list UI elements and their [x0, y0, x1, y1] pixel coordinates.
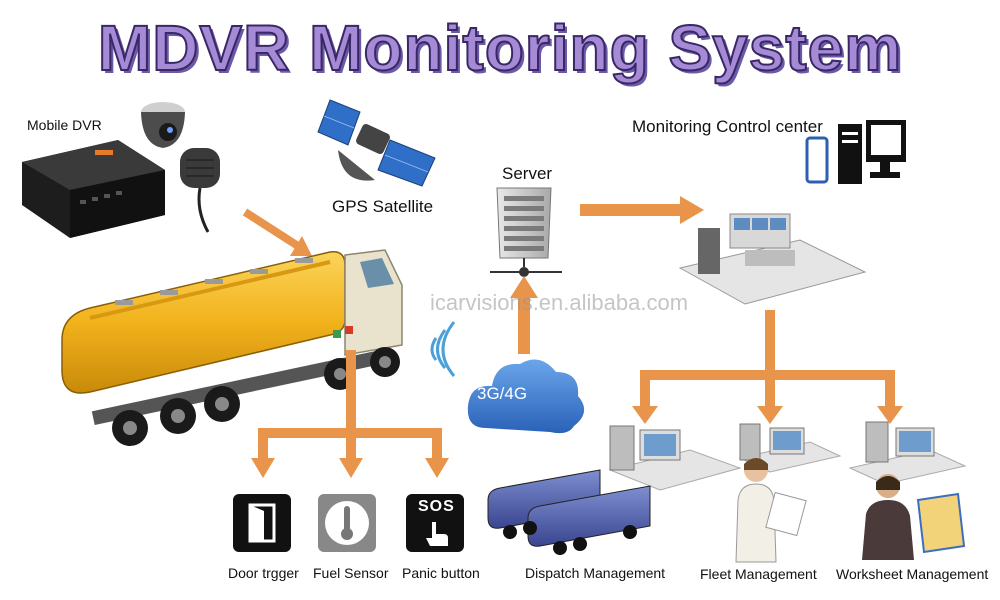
server-label: Server — [502, 164, 552, 184]
monitoring-control-center-label: Monitoring Control center — [632, 117, 823, 137]
sos-hand-icon: SOS — [406, 494, 464, 552]
dispatch-workstation-icon — [610, 426, 740, 490]
network-label: 3G/4G — [477, 384, 527, 404]
microphone-icon — [180, 148, 220, 232]
fuel-sensor-label: Fuel Sensor — [313, 565, 388, 581]
worksheet-workstation-icon — [850, 422, 965, 484]
fleet-management-label: Fleet Management — [700, 566, 817, 582]
mobile-dvr-label: Mobile DVR — [27, 117, 102, 133]
control-center-distribution-arrows — [632, 310, 903, 424]
sos-label: SOS — [418, 498, 455, 516]
door-trigger-label: Door trgger — [228, 565, 299, 581]
door-icon — [233, 494, 291, 552]
internet-label: Internet — [587, 192, 627, 204]
control-center-room-icon — [680, 214, 865, 304]
thermometer-icon — [318, 494, 376, 552]
watermark-text: icarvisions.en.alibaba.com — [430, 290, 688, 316]
dvr-to-truck-arrow — [245, 212, 312, 256]
truck-to-sensors-arrows — [251, 350, 449, 478]
panic-button-label: Panic button — [402, 565, 480, 581]
worksheet-operator-person-icon — [862, 474, 964, 560]
dispatch-trucks-icon — [488, 470, 650, 555]
gps-satellite-label: GPS Satellite — [332, 197, 433, 217]
gps-satellite-icon — [318, 100, 435, 186]
dome-camera-icon — [141, 102, 185, 148]
worksheet-management-label: Worksheet Management — [836, 566, 988, 582]
dispatch-management-label: Dispatch Management — [525, 565, 665, 581]
wireless-signal-icon — [432, 322, 454, 376]
server-icon — [490, 188, 562, 277]
fleet-manager-person-icon — [736, 458, 806, 562]
mobile-dvr-icon — [22, 140, 165, 238]
